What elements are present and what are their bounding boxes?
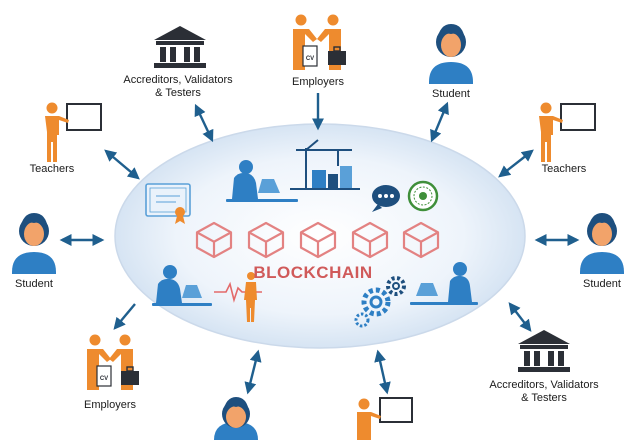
node-label-accreditors-top-2: & Testers [155, 87, 201, 99]
person-at-laptop-icon [226, 160, 298, 202]
blockchain-block-2 [247, 221, 285, 259]
node-label-student-top: Student [432, 88, 470, 100]
node-label-accreditors-bottom: Accreditors, Validators [489, 379, 599, 391]
node-labels: Accreditors, Validators & Testers Employ… [15, 74, 621, 411]
arrow-student-bottom [244, 349, 262, 395]
teacher-board-icon [45, 102, 102, 162]
student-person-icon [214, 397, 258, 440]
bank-building-icon [154, 26, 206, 68]
node-label-employers-top: Employers [292, 76, 344, 88]
arrow-employers-bottom [113, 303, 136, 330]
person-at-laptop-icon [410, 262, 478, 305]
person-at-laptop-icon [152, 265, 212, 306]
student-person-icon [12, 213, 56, 274]
blockchain-title: BLOCKCHAIN [253, 263, 372, 282]
arrow-teachers-right [498, 149, 534, 178]
blockchain-blocks [195, 221, 440, 259]
node-label-accreditors-bottom-2: & Testers [521, 392, 567, 404]
arrow-accreditors-top [194, 103, 214, 143]
node-label-student-right: Student [583, 278, 621, 290]
blockchain-block-5 [402, 221, 440, 259]
bank-building-icon [518, 330, 570, 372]
node-label-teachers-right: Teachers [542, 163, 587, 175]
arrow-teacher-bottom [374, 349, 391, 395]
cv-label: CV [100, 376, 108, 382]
node-label-employers-bottom: Employers [84, 399, 136, 411]
node-label-accreditors-top: Accreditors, Validators [123, 74, 233, 86]
connection-arrows [59, 93, 580, 395]
arrow-accreditors-bottom [508, 302, 532, 332]
arrow-teachers-left [104, 149, 140, 180]
gears-icon [354, 276, 406, 328]
certificate-icon [145, 183, 191, 224]
arrow-student-top [430, 101, 449, 143]
blockchain-block-4 [351, 221, 389, 259]
cv-label: CV [306, 56, 314, 62]
crane-construction-icon [290, 139, 360, 190]
certified-badge-icon [407, 180, 439, 212]
teacher-board-icon [357, 397, 413, 440]
node-label-teachers-left: Teachers [30, 163, 75, 175]
health-heartbeat-icon [214, 272, 262, 322]
handshake-cv-icon [87, 334, 139, 390]
node-label-student-left: Student [15, 278, 53, 290]
student-person-icon [580, 213, 624, 274]
blockchain-block-1 [195, 221, 233, 259]
teacher-board-icon [539, 102, 596, 162]
blockchain-ellipse [114, 123, 526, 349]
blockchain-block-3 [299, 221, 337, 259]
handshake-cv-icon [293, 14, 346, 70]
student-person-icon [429, 24, 473, 84]
chat-bubble-icon [372, 185, 400, 212]
